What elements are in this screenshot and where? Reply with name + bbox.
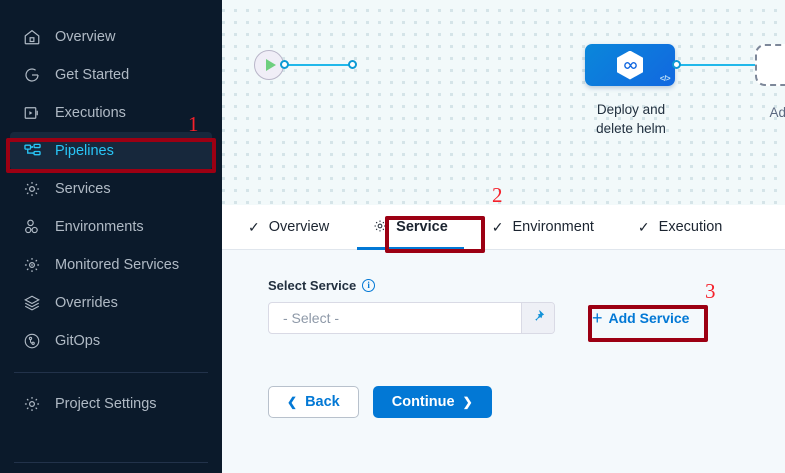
- pipeline-graph: </> Deploy and delete helm Ad: [222, 0, 785, 205]
- code-badge-icon: </>: [660, 74, 670, 83]
- sidebar-item-label: Project Settings: [55, 396, 157, 412]
- start-node-port[interactable]: [280, 60, 289, 69]
- add-stage-button[interactable]: [755, 44, 785, 86]
- sidebar-item-label: GitOps: [55, 333, 100, 349]
- sidebar-item-label: Pipelines: [55, 143, 114, 159]
- add-stage-label: Add Stage: [747, 105, 785, 120]
- select-service-row: - Select - + Add Service: [268, 302, 785, 334]
- service-form-panel: Select Service i - Select - +: [222, 250, 785, 473]
- stage-node-deploy-and-delete-helm[interactable]: </>: [585, 44, 675, 86]
- info-icon[interactable]: i: [362, 279, 375, 292]
- check-icon: ✓: [492, 220, 504, 234]
- sidebar-item-label: Overview: [55, 29, 115, 45]
- sidebar-item-environments[interactable]: Environments: [10, 208, 212, 246]
- chevron-right-icon: ❯: [463, 395, 473, 409]
- sidebar-item-get-started[interactable]: Get Started: [10, 56, 212, 94]
- home-icon: [22, 27, 42, 47]
- sidebar-item-label: Get Started: [55, 67, 129, 83]
- tab-overview[interactable]: ✓ Overview: [222, 205, 351, 249]
- tab-label: Environment: [513, 219, 594, 235]
- layers-icon: [22, 293, 42, 313]
- continue-button-label: Continue: [392, 394, 455, 410]
- stage-label-line2: delete helm: [562, 119, 700, 138]
- wire-start-to-stage: [286, 64, 350, 66]
- form-actions: ❮ Back Continue ❯: [268, 386, 785, 418]
- stage-input-port[interactable]: [348, 60, 357, 69]
- sidebar-spacer: [0, 423, 222, 462]
- gear-icon: [22, 179, 42, 199]
- wire-stage-to-addstage: [678, 64, 758, 66]
- get-started-icon: [22, 65, 42, 85]
- sidebar-bottom-divider: [14, 462, 208, 463]
- stage-tabs: ✓ Overview Service ✓ Environment ✓ Execu…: [222, 205, 785, 250]
- gear-icon: [373, 219, 387, 235]
- sidebar-item-overview[interactable]: Overview: [10, 18, 212, 56]
- pin-icon: [531, 309, 545, 328]
- sidebar-item-executions[interactable]: Executions: [10, 94, 212, 132]
- play-triangle-icon: [266, 59, 276, 71]
- tab-label: Overview: [269, 219, 329, 235]
- tab-environment[interactable]: ✓ Environment: [470, 205, 616, 249]
- sidebar-item-overrides[interactable]: Overrides: [10, 284, 212, 322]
- sidebar-item-label: Executions: [55, 105, 126, 121]
- sidebar-item-label: Monitored Services: [55, 257, 179, 273]
- check-icon: ✓: [248, 220, 260, 234]
- tab-label: Execution: [659, 219, 723, 235]
- tab-label: Service: [396, 219, 448, 235]
- continue-button[interactable]: Continue ❯: [373, 386, 492, 418]
- executions-icon: [22, 103, 42, 123]
- stage-node-label: Deploy and delete helm: [562, 100, 700, 138]
- tab-execution[interactable]: ✓ Execution: [616, 205, 744, 249]
- environments-icon: [22, 217, 42, 237]
- add-service-button[interactable]: + Add Service: [592, 309, 689, 327]
- pin-button[interactable]: [521, 303, 554, 333]
- gear-icon: [22, 394, 42, 414]
- pipeline-canvas[interactable]: </> Deploy and delete helm Ad: [222, 0, 785, 205]
- add-service-label: Add Service: [609, 310, 690, 326]
- sidebar: Overview Get Started Executions: [0, 0, 222, 473]
- plus-icon: +: [592, 309, 603, 327]
- chevron-left-icon: ❮: [287, 395, 297, 409]
- sidebar-item-gitops[interactable]: GitOps: [10, 322, 212, 360]
- check-icon: ✓: [638, 220, 650, 234]
- gitops-icon: [22, 331, 42, 351]
- sidebar-item-label: Overrides: [55, 295, 118, 311]
- select-service-input[interactable]: - Select -: [269, 303, 521, 333]
- select-service-label: Select Service i: [268, 278, 785, 293]
- sidebar-divider: [14, 372, 208, 373]
- sidebar-item-monitored-services[interactable]: Monitored Services: [10, 246, 212, 284]
- sidebar-item-label: Environments: [55, 219, 144, 235]
- helm-hexagon-icon: [617, 51, 643, 80]
- sidebar-item-services[interactable]: Services: [10, 170, 212, 208]
- monitored-services-icon: [22, 255, 42, 275]
- stage-label-line1: Deploy and: [562, 100, 700, 119]
- sidebar-item-label: Services: [55, 181, 111, 197]
- select-service-control[interactable]: - Select -: [268, 302, 555, 334]
- sidebar-item-pipelines[interactable]: Pipelines: [10, 132, 212, 170]
- stage-output-port[interactable]: [672, 60, 681, 69]
- sidebar-item-project-settings[interactable]: Project Settings: [10, 385, 212, 423]
- select-service-label-text: Select Service: [268, 278, 356, 293]
- pipelines-icon: [22, 141, 42, 161]
- tab-service[interactable]: Service: [351, 205, 470, 249]
- back-button-label: Back: [305, 394, 340, 410]
- back-button[interactable]: ❮ Back: [268, 386, 359, 418]
- content-area: </> Deploy and delete helm Ad: [222, 0, 785, 473]
